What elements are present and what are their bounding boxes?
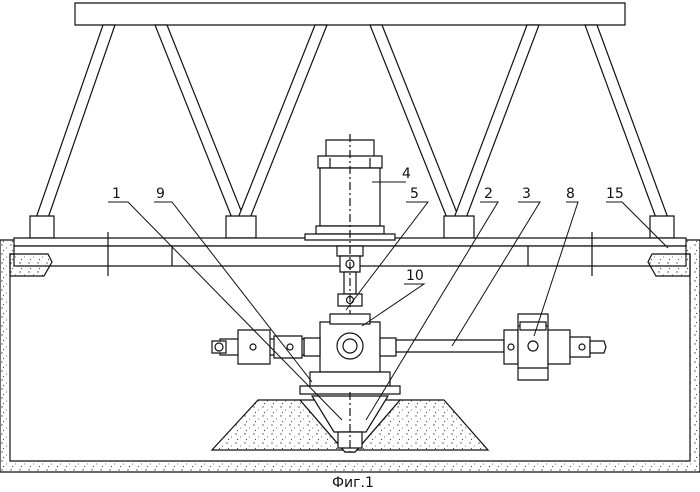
label-1: 1 xyxy=(112,186,121,202)
label-3: 3 xyxy=(522,186,531,202)
label-4: 4 xyxy=(402,166,411,182)
truss-foot xyxy=(30,216,54,238)
label-15: 15 xyxy=(606,186,624,202)
truss-foot xyxy=(650,216,674,238)
motor xyxy=(305,134,395,250)
truss-foot xyxy=(444,216,474,238)
figure-caption: Фиг.1 xyxy=(332,475,374,491)
label-9: 9 xyxy=(156,186,165,202)
truss-foot xyxy=(226,216,256,238)
truss-top-chord xyxy=(75,3,625,25)
label-5: 5 xyxy=(410,186,419,202)
label-10: 10 xyxy=(406,268,424,284)
label-2: 2 xyxy=(484,186,493,202)
label-8: 8 xyxy=(566,186,575,202)
